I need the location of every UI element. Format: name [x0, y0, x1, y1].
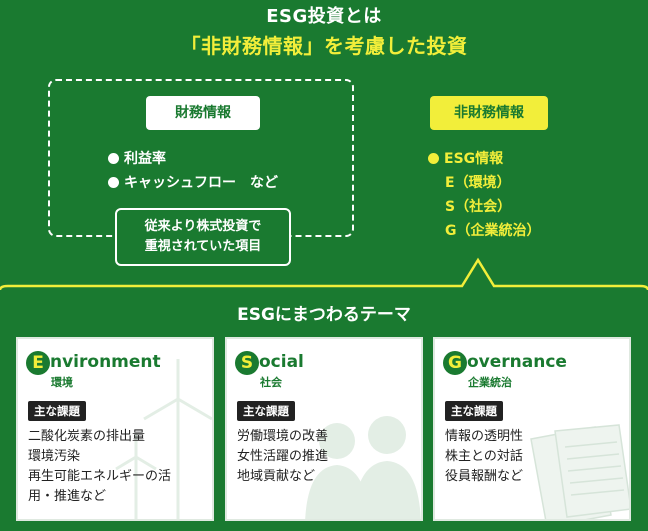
callout-line: 重視されていた項目: [144, 239, 262, 254]
bullet-icon: [108, 177, 119, 188]
card-environment: E nvironment 環境 主な課題 二酸化炭素の排出量 環境汚染 再生可能…: [16, 337, 214, 521]
list-item: E（環境）: [445, 175, 511, 191]
financial-items: 利益率 キャッシュフロー など: [108, 147, 278, 195]
card-title: nvironment: [50, 352, 161, 372]
nonfinancial-label: 非財務情報: [430, 96, 548, 130]
list-item-text: キャッシュフロー など: [124, 175, 278, 191]
card-title: overnance: [467, 352, 567, 372]
list-item: 用・推進など: [28, 489, 107, 504]
list-item: 環境汚染: [28, 449, 81, 464]
documents-illustration: [530, 424, 629, 519]
letter-badge: G: [443, 351, 467, 375]
letter-badge: E: [26, 351, 50, 375]
card-title: ocial: [259, 352, 304, 372]
section-divider: [0, 257, 648, 291]
list-item-text: 利益率: [124, 151, 166, 167]
list-item: 二酸化炭素の排出量: [28, 429, 146, 444]
financial-callout: 従来より株式投資で 重視されていた項目: [115, 208, 291, 266]
issue-label: 主な課題: [28, 401, 86, 421]
list-item: 情報の透明性: [445, 429, 524, 444]
list-item: 利益率: [108, 147, 278, 171]
financial-label: 財務情報: [146, 96, 260, 130]
list-item: 地域貢献など: [237, 469, 316, 484]
list-item: 再生可能エネルギーの活: [28, 469, 172, 484]
list-item: S（社会）: [445, 199, 512, 215]
issue-label: 主な課題: [445, 401, 503, 421]
bullet-icon: [108, 153, 119, 164]
header-title: 「非財務情報」を考慮した投資: [180, 34, 468, 58]
list-item: G（企業統治）: [445, 223, 541, 239]
issue-list: 情報の透明性 株主との対話 役員報酬など: [445, 427, 623, 487]
list-item-text: ESG情報: [444, 151, 504, 167]
wind-turbine-illustration: [115, 359, 212, 519]
issue-list: 労働環境の改善 女性活躍の推進 地域貢献など: [237, 427, 415, 487]
letter-badge: S: [235, 351, 259, 375]
nonfinancial-items: ESG情報 E（環境） S（社会） G（企業統治）: [428, 147, 541, 243]
callout-line: 従来より株式投資で: [144, 219, 262, 234]
themes-title: ESGにまつわるテーマ: [237, 305, 411, 325]
card-governance: G overnance 企業統治 主な課題 情報の透明性 株主との対話 役員報酬…: [433, 337, 631, 521]
card-subtitle: 環境: [51, 376, 73, 389]
issue-label: 主な課題: [237, 401, 295, 421]
card-social: S ocial 社会 主な課題 労働環境の改善 女性活躍の推進 地域貢献など: [225, 337, 423, 521]
list-item: 労働環境の改善: [237, 429, 329, 444]
bullet-icon: [428, 153, 439, 164]
list-item: 女性活躍の推進: [237, 449, 329, 464]
list-item: 役員報酬など: [445, 469, 524, 484]
header-subtitle: ESG投資とは: [266, 6, 382, 27]
card-subtitle: 社会: [260, 376, 282, 389]
issue-list: 二酸化炭素の排出量 環境汚染 再生可能エネルギーの活 用・推進など: [28, 427, 206, 507]
people-illustration: [305, 416, 421, 519]
list-item: ESG情報: [428, 147, 541, 171]
list-item: キャッシュフロー など: [108, 171, 278, 195]
card-subtitle: 企業統治: [468, 376, 512, 389]
list-item: 株主との対話: [445, 449, 523, 464]
